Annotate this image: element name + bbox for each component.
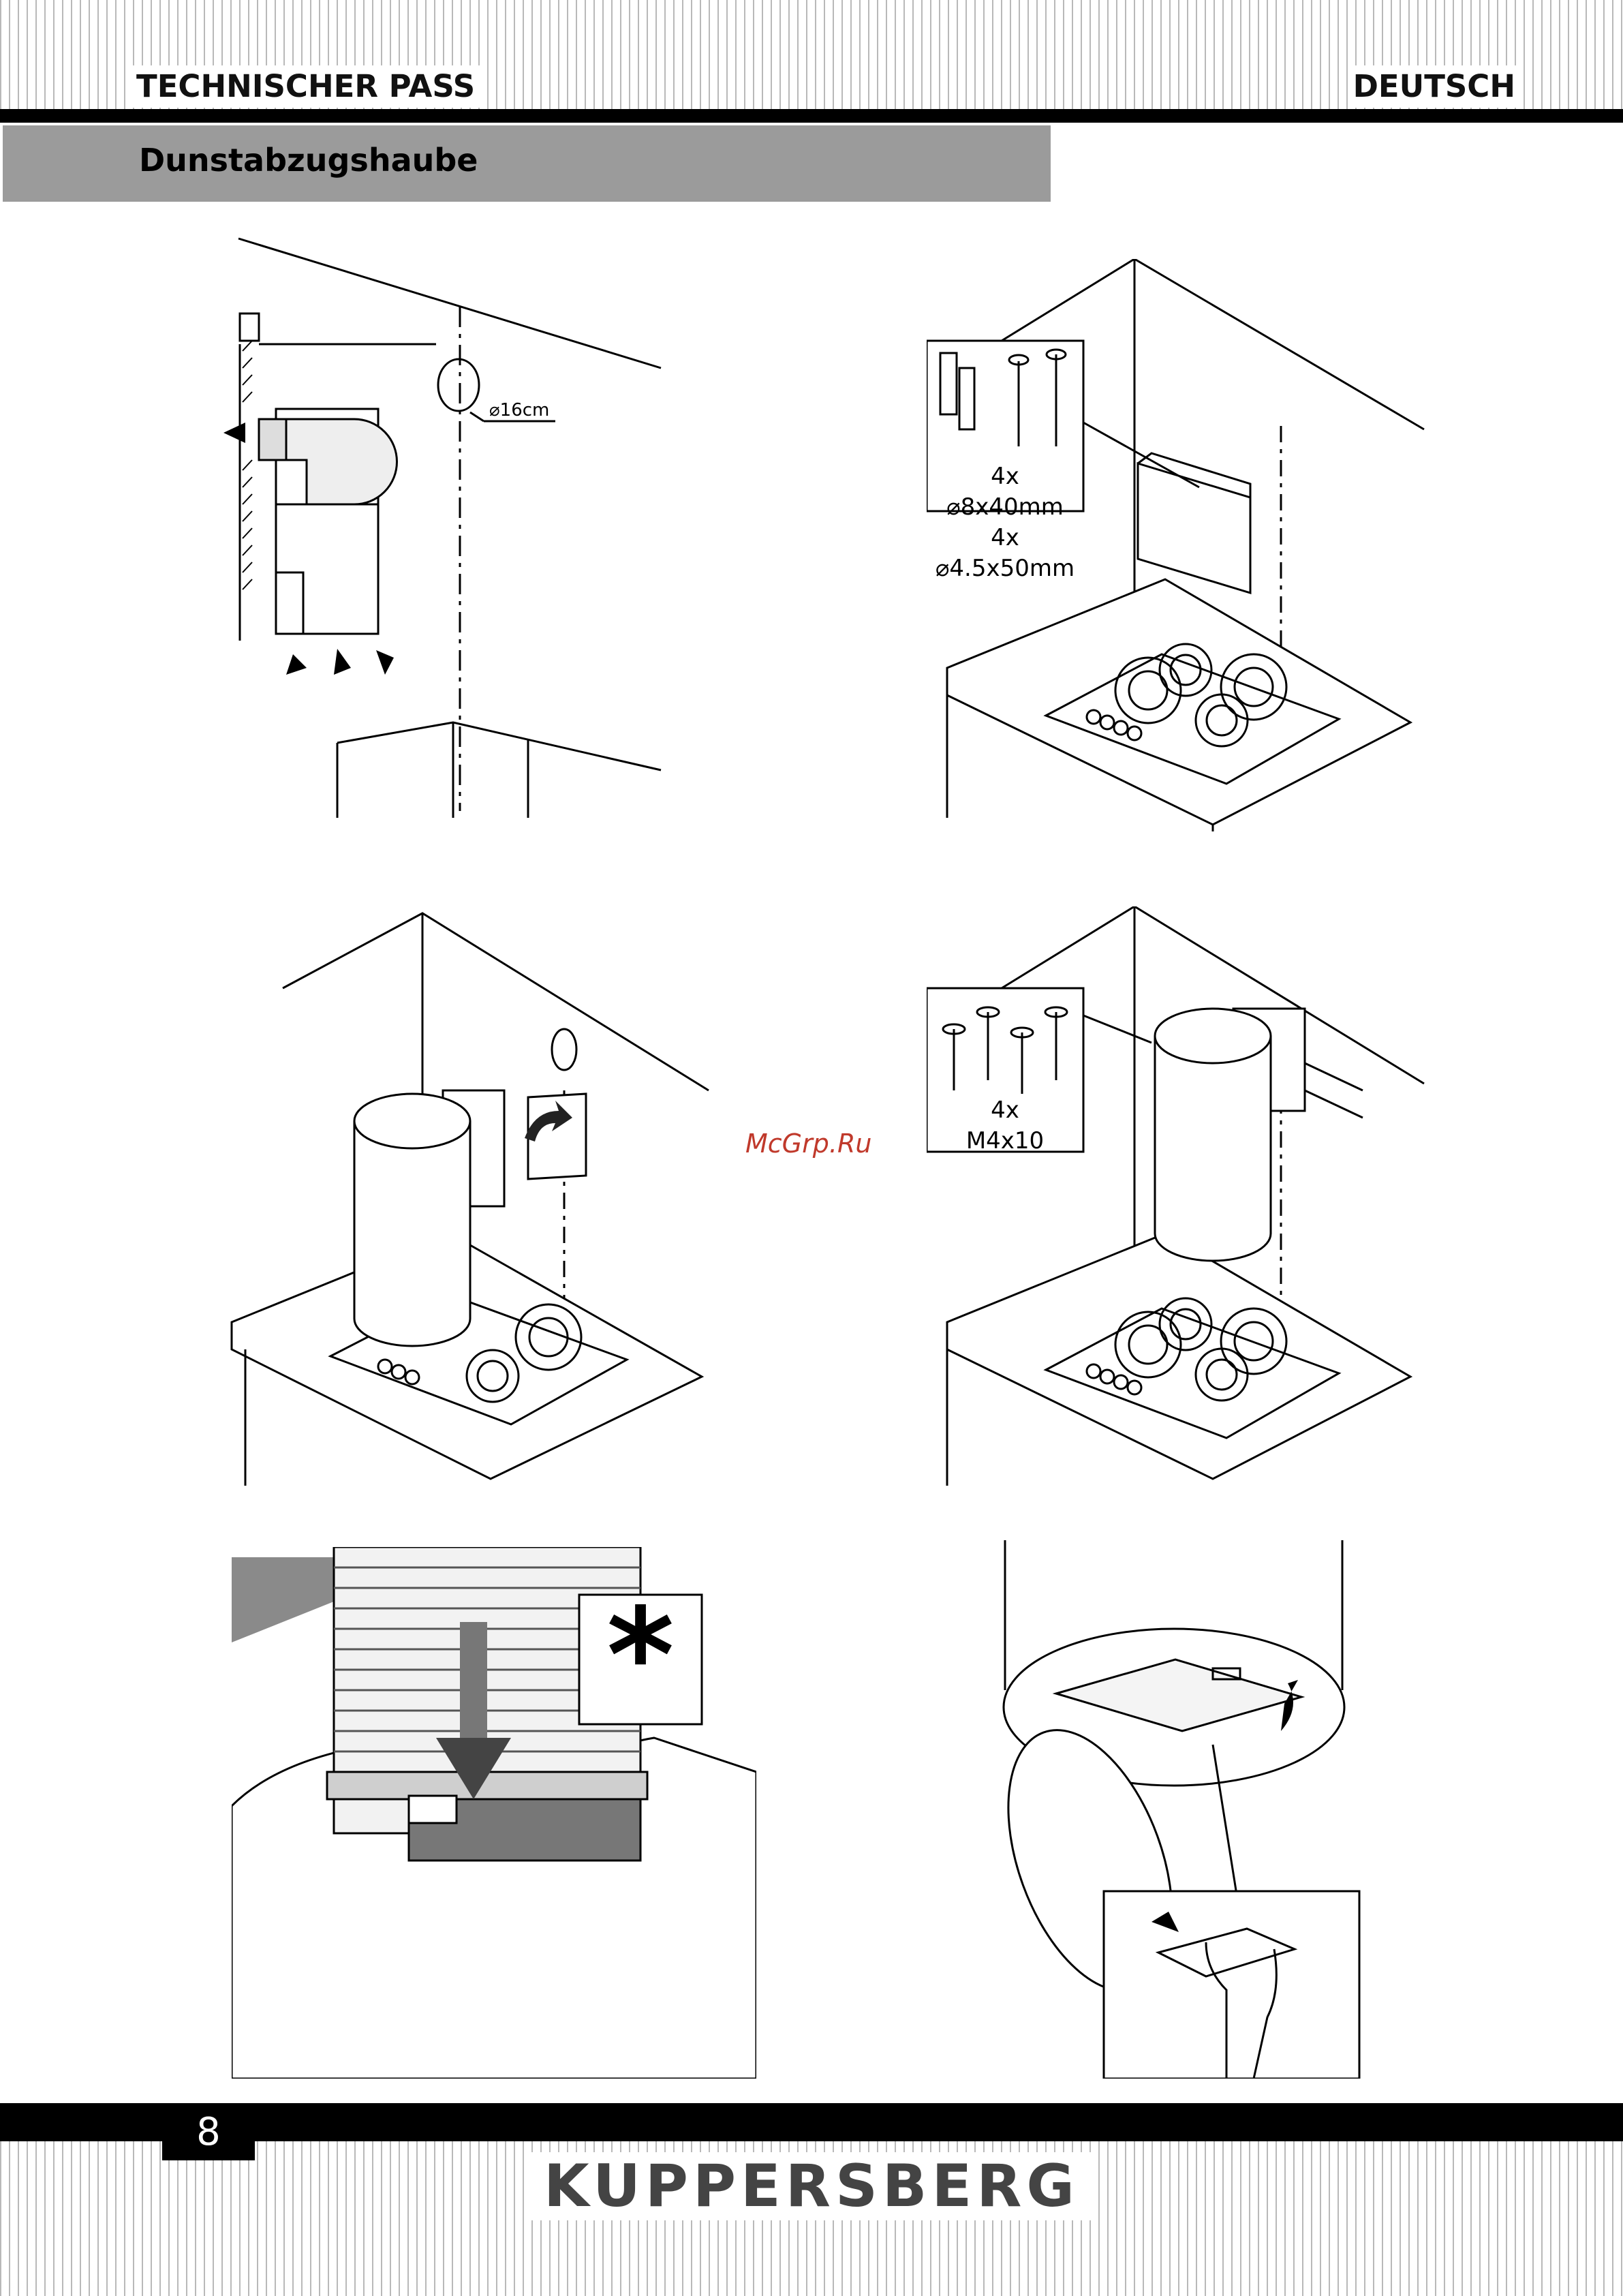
- figure-hood-screwing: 4x M4x10: [927, 906, 1444, 1486]
- screw-size: M4x10: [966, 1127, 1044, 1154]
- document-title: TECHNISCHER PASS: [131, 65, 480, 108]
- screw-quantity: 4x: [991, 524, 1019, 551]
- anchor-size: ⌀8x40mm: [946, 493, 1064, 521]
- header-rule: [0, 109, 1623, 123]
- figure-bracket-mounting: 4x ⌀8x40mm 4x ⌀4.5x50mm: [927, 259, 1444, 831]
- screw-size: ⌀4.5x50mm: [936, 555, 1075, 582]
- screw-quantity: 4x: [991, 1097, 1019, 1124]
- section-title: Dunstabzugshaube: [139, 142, 478, 179]
- brand-name: KUPPERSBERG: [525, 2152, 1098, 2220]
- figure-duct-exhaust: ⌀16cm: [218, 232, 709, 818]
- figure-hood-hanging: [225, 906, 722, 1486]
- brand-logo: KUPPERSBERG: [0, 2152, 1623, 2220]
- anchor-quantity: 4x: [991, 463, 1019, 490]
- figure-filter-removal: [981, 1540, 1363, 2079]
- figure-duct-clamp: *: [232, 1547, 756, 2079]
- watermark: McGrp.Ru: [745, 1129, 871, 1159]
- duct-diameter-label: ⌀16cm: [489, 400, 549, 420]
- language-label: DEUTSCH: [1348, 65, 1521, 108]
- asterisk-mark: *: [606, 1580, 674, 1731]
